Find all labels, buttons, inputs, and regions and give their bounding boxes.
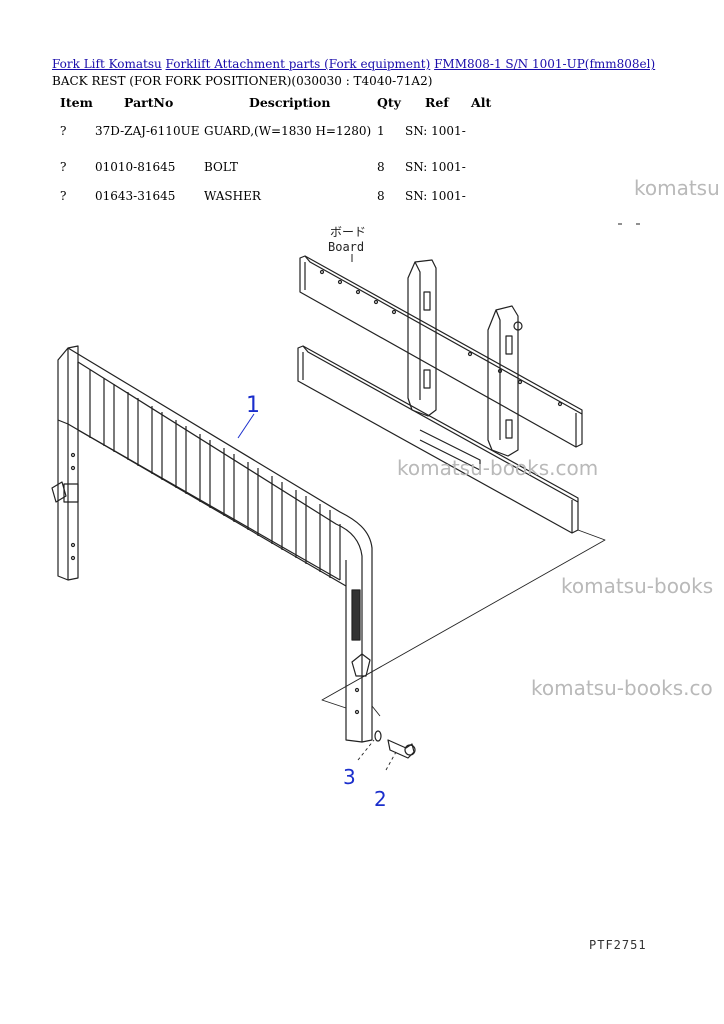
row-qty: 8 <box>377 189 385 203</box>
guard-part-1 <box>51 345 373 743</box>
watermark: komatsu-books.co <box>531 676 713 700</box>
row-qty: 1 <box>377 124 385 138</box>
bolt-part-2 <box>387 739 416 759</box>
board-label-en: Board <box>328 240 364 254</box>
header-qty: Qty <box>377 95 401 110</box>
header-alt: Alt <box>471 95 492 110</box>
row-item: ? <box>60 160 67 174</box>
header-partno: PartNo <box>124 95 174 110</box>
washer-part-3 <box>374 730 382 742</box>
row-ref: SN: 1001- <box>405 160 466 174</box>
row-item: ? <box>60 124 67 138</box>
breadcrumb-link-model[interactable]: FMM808-1 S/N 1001-UP(fmm808el) <box>434 57 656 71</box>
breadcrumb-link-attachment-parts[interactable]: Forklift Attachment parts (Fork equipmen… <box>165 57 431 71</box>
watermark: komatsu-books.com <box>397 456 599 480</box>
board-brackets <box>407 259 523 457</box>
page-title: BACK REST (FOR FORK POSITIONER)(030030 :… <box>52 74 433 88</box>
row-partno: 01010-81645 <box>95 160 176 174</box>
assembly-leader-lines <box>321 529 606 771</box>
breadcrumb-link-fork-lift-komatsu[interactable]: Fork Lift Komatsu <box>52 57 162 71</box>
row-description: BOLT <box>204 160 238 174</box>
board-lower-bar <box>297 345 579 534</box>
breadcrumb: Fork Lift Komatsu Forklift Attachment pa… <box>52 57 655 71</box>
board-label-jp: ボード <box>330 225 366 239</box>
row-description: GUARD,(W=1830 H=1280) <box>204 124 372 138</box>
callout-3: 3 <box>343 765 356 789</box>
watermark: komatsu-books <box>561 574 714 598</box>
row-description: WASHER <box>204 189 261 203</box>
row-ref: SN: 1001- <box>405 189 466 203</box>
row-partno: 01643-31645 <box>95 189 176 203</box>
callout-2: 2 <box>374 787 387 811</box>
callout-1: 1 <box>246 393 260 418</box>
watermark: komatsu <box>634 176 720 200</box>
board-upper-bar <box>299 255 583 448</box>
figure-code: PTF2751 <box>589 938 647 952</box>
row-partno: 37D-ZAJ-6110UE <box>95 124 200 138</box>
header-item: Item <box>60 95 93 110</box>
row-qty: 8 <box>377 160 385 174</box>
row-item: ? <box>60 189 67 203</box>
header-description: Description <box>249 95 331 110</box>
row-ref: SN: 1001- <box>405 124 466 138</box>
header-ref: Ref <box>425 95 449 110</box>
